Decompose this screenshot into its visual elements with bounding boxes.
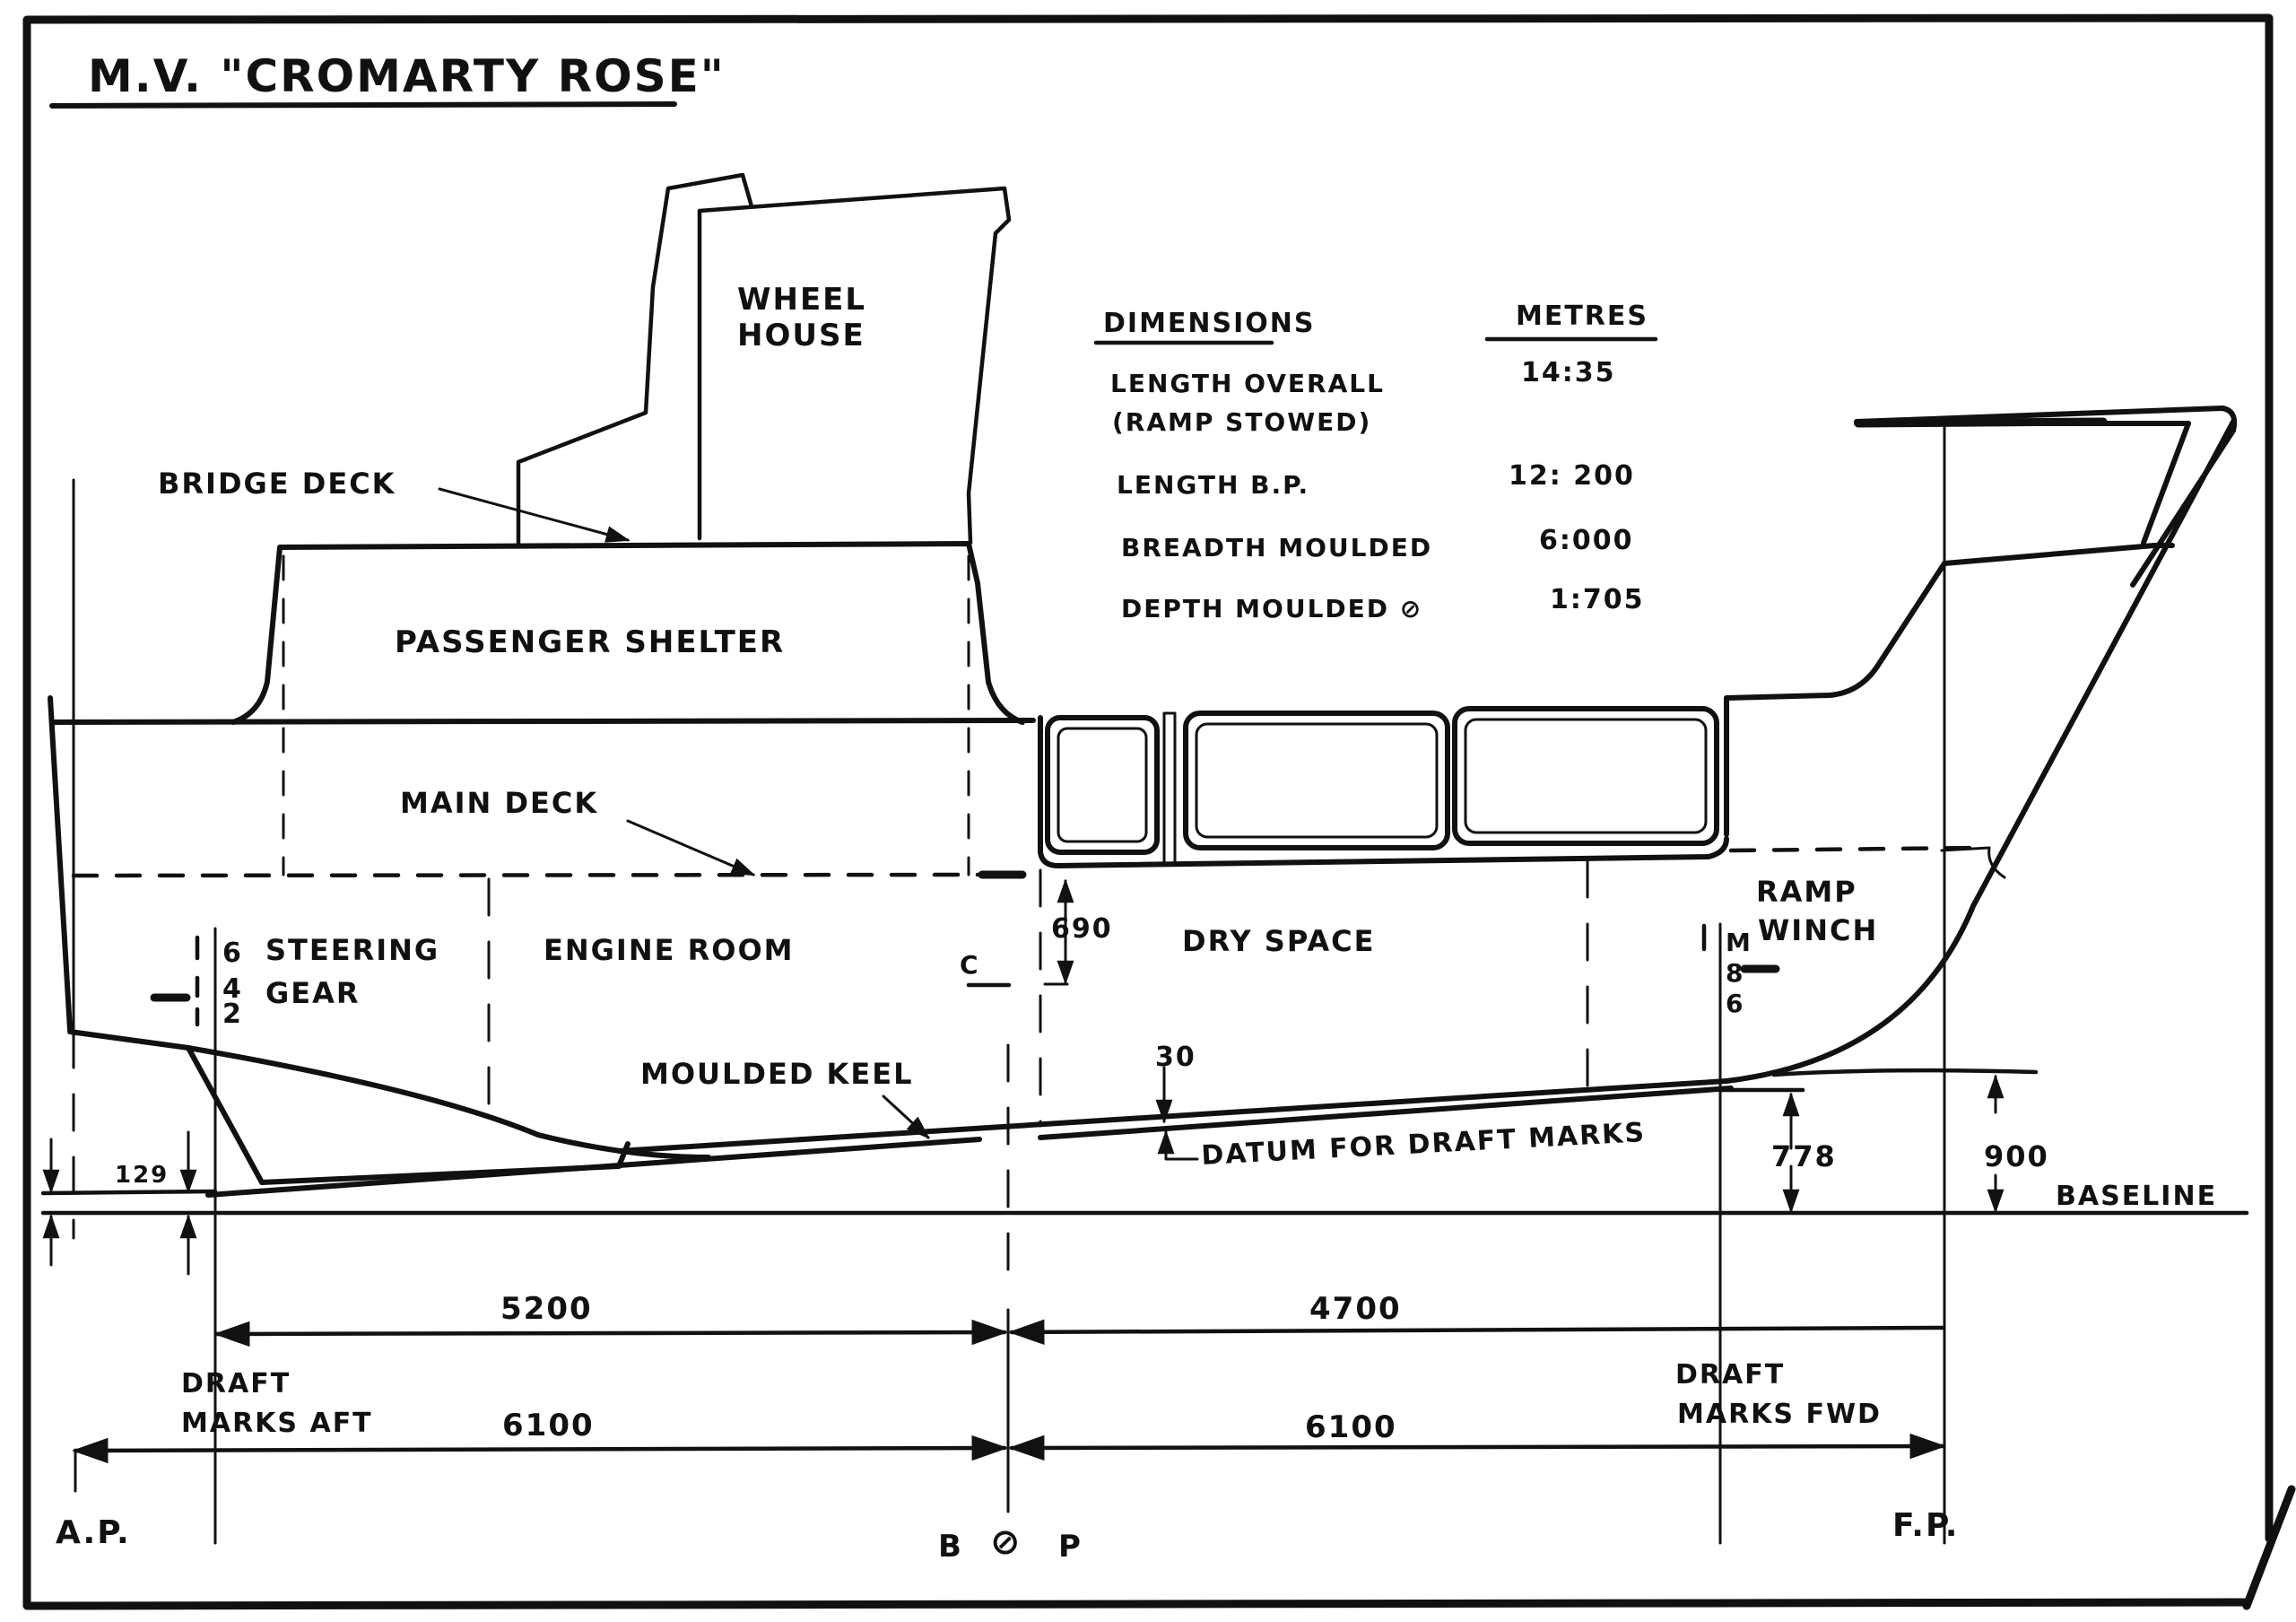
draft-aft-mark-2: 2 bbox=[222, 998, 243, 1030]
dim-row-label: DEPTH MOULDED ⊘ bbox=[1121, 594, 1422, 624]
title-underline bbox=[49, 101, 677, 109]
metres-header: METRES bbox=[1516, 301, 1648, 332]
midship-b-label: B bbox=[938, 1529, 963, 1565]
moulded-keel-arrow bbox=[882, 1094, 930, 1139]
steering-gear-label-line1: STEERING bbox=[265, 933, 439, 967]
fp-label: F.P. bbox=[1892, 1507, 1959, 1544]
dim-row-value: 6:000 bbox=[1539, 525, 1634, 556]
dim-row-label: LENGTH OVERALL bbox=[1110, 369, 1385, 398]
draft-marks-fwd-line2: MARKS FWD bbox=[1677, 1399, 1882, 1430]
c-mark: C bbox=[960, 950, 980, 980]
dimensions-header: DIMENSIONS bbox=[1103, 308, 1316, 339]
midship-symbol-icon: ⊘ bbox=[990, 1522, 1022, 1563]
dim-6100-aft: 6100 bbox=[502, 1408, 595, 1443]
draft-marks-fwd-line1: DRAFT bbox=[1675, 1359, 1785, 1391]
compartment-labels: STEERING GEAR ENGINE ROOM DRY SPACE RAMP… bbox=[265, 875, 1878, 1139]
hatch-3 bbox=[1452, 706, 1719, 846]
sheet-border bbox=[22, 13, 2296, 1610]
dim-line-6100-aft bbox=[71, 1435, 1009, 1464]
dim-row-label: BREADTH MOULDED bbox=[1121, 533, 1432, 562]
hull bbox=[48, 406, 2238, 1545]
engine-room-label: ENGINE ROOM bbox=[544, 933, 794, 967]
hatch-covers bbox=[1038, 706, 1729, 868]
dim-5200: 5200 bbox=[500, 1291, 593, 1327]
draft-marks-aft-line1: DRAFT bbox=[181, 1368, 291, 1400]
dim-4700: 4700 bbox=[1309, 1291, 1402, 1327]
dry-space-label: DRY SPACE bbox=[1182, 924, 1375, 958]
dim-line-6100-fwd bbox=[1007, 1433, 1947, 1461]
passenger-shelter: BRIDGE DECK PASSENGER SHELTER bbox=[158, 467, 1025, 876]
dim-129: 129 bbox=[115, 1162, 169, 1189]
bridge-deck-label: BRIDGE DECK bbox=[158, 467, 396, 501]
ap-label: A.P. bbox=[56, 1514, 131, 1551]
dim-778: 778 bbox=[1771, 1139, 1837, 1173]
steering-gear-label-line2: GEAR bbox=[265, 976, 361, 1010]
dim-30: 30 bbox=[1155, 1042, 1196, 1073]
drawing-title: M.V. "CROMARTY ROSE" bbox=[88, 50, 726, 102]
dim-row-value: 1:705 bbox=[1550, 584, 1645, 615]
dim-row-label-sub: (RAMP STOWED) bbox=[1112, 407, 1371, 437]
ramp-winch-label-line1: RAMP bbox=[1756, 875, 1857, 909]
hatch-1 bbox=[1045, 715, 1160, 855]
draft-fwd-mark-m: M bbox=[1726, 928, 1752, 957]
draft-aft-mark-4: 4 bbox=[222, 973, 243, 1005]
dim-row-label: LENGTH B.P. bbox=[1117, 470, 1309, 500]
wheelhouse: WHEEL HOUSE bbox=[516, 172, 1012, 545]
vertical-dimensions: 690 C 30 129 778 900 bbox=[42, 878, 2049, 1276]
draft-fwd-mark-8: 8 bbox=[1726, 958, 1744, 988]
dim-line-5200 bbox=[213, 1319, 1009, 1347]
horizontal-dimensions: 5200 4700 6100 6100 bbox=[71, 1291, 1947, 1464]
hatch-2 bbox=[1183, 711, 1450, 850]
dimensions-table: DIMENSIONS METRES LENGTH OVERALL (RAMP S… bbox=[1093, 301, 1658, 624]
wheelhouse-label-line1: WHEEL bbox=[737, 282, 866, 318]
dim-row-value: 12: 200 bbox=[1509, 460, 1635, 492]
wheelhouse-label-line2: HOUSE bbox=[737, 318, 865, 353]
draft-marks-aft-line2: MARKS AFT bbox=[181, 1408, 373, 1439]
station-labels: DRAFT MARKS AFT DRAFT MARKS FWD A.P. F.P… bbox=[56, 1359, 1959, 1565]
bridge-deck-arrow bbox=[438, 487, 631, 543]
ramp-winch-label-line2: WINCH bbox=[1758, 913, 1878, 947]
draft-scale-fwd: M 8 6 bbox=[1701, 922, 1780, 1545]
title-block: M.V. "CROMARTY ROSE" bbox=[49, 50, 726, 109]
passenger-shelter-label: PASSENGER SHELTER bbox=[395, 624, 785, 660]
dim-row-value: 14:35 bbox=[1521, 357, 1616, 388]
datum-label: DATUM FOR DRAFT MARKS bbox=[1201, 1117, 1647, 1172]
main-deck-label: MAIN DECK bbox=[400, 786, 598, 820]
main-deck-arrow bbox=[626, 819, 756, 876]
draft-fwd-mark-6: 6 bbox=[1726, 989, 1744, 1018]
draft-aft-mark-6: 6 bbox=[222, 937, 243, 969]
midship-p-label: P bbox=[1058, 1529, 1083, 1565]
moulded-keel-label: MOULDED KEEL bbox=[640, 1057, 913, 1091]
dim-6100-fwd: 6100 bbox=[1305, 1409, 1397, 1445]
dim-690: 690 bbox=[1051, 913, 1113, 945]
internal-structure: MAIN DECK bbox=[71, 478, 1983, 1240]
baseline-label: BASELINE bbox=[2056, 1181, 2217, 1212]
dim-line-4700 bbox=[1007, 1319, 1945, 1345]
baseline-group: BASELINE DATUM FOR DRAFT MARKS bbox=[40, 1068, 2249, 1216]
dim-900: 900 bbox=[1984, 1139, 2049, 1173]
